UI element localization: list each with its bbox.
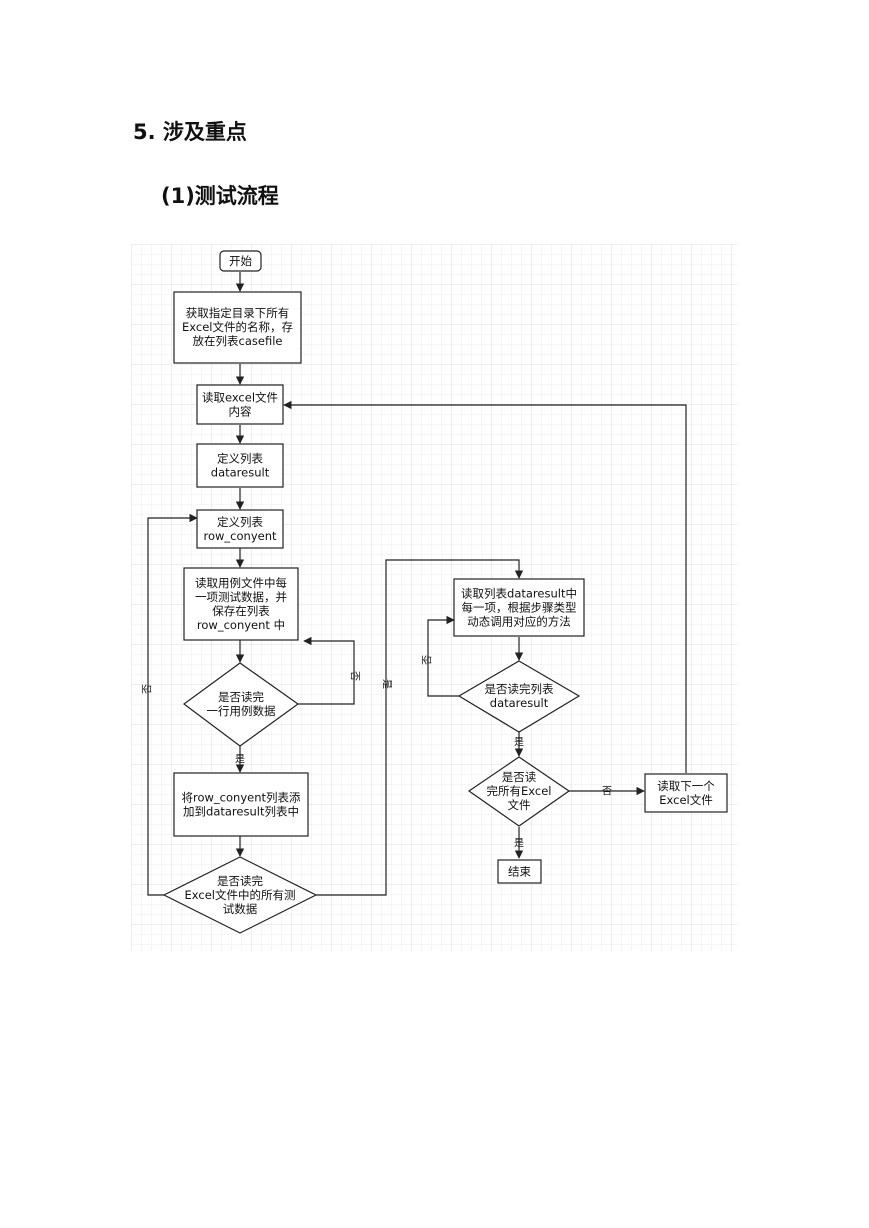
node-start-text: 开始 xyxy=(229,254,252,268)
node-text-line: row_conyent xyxy=(204,529,277,543)
label-all-yes: 是 xyxy=(514,838,524,850)
edge-listdone-no xyxy=(427,615,459,697)
node-text-line: dataresult xyxy=(211,466,270,480)
edge-exceldone-no xyxy=(147,513,198,896)
node-text-line: 是否读完列表 xyxy=(485,682,554,696)
node-end-text: 结束 xyxy=(508,865,531,879)
node-text-line: 完所有Excel xyxy=(487,784,552,798)
node-text-line: 读取列表dataresult中 xyxy=(461,587,577,601)
label-all-no: 否 xyxy=(602,786,612,798)
label-list-yes: 是 xyxy=(514,737,524,749)
label-excel-no: 否 xyxy=(142,684,154,694)
node-text-line: 试数据 xyxy=(223,902,258,916)
label-row-yes: 是 xyxy=(235,754,245,766)
node-text-line: 每一项，根据步骤类型 xyxy=(462,601,577,615)
node-append: 将row_conyent列表添加到dataresult列表中 xyxy=(173,772,309,837)
section-heading: 5. 涉及重点 xyxy=(133,120,247,144)
edge-exceldone-yes xyxy=(316,559,524,896)
node-text-line: 是否读完 xyxy=(217,874,263,888)
label-list-no: 否 xyxy=(422,655,434,665)
node-end: 结束 xyxy=(497,859,542,884)
node-text-line: row_conyent 中 xyxy=(197,618,285,632)
edge-rowdone-no xyxy=(298,636,355,705)
node-text-line: 读取用例文件中每 xyxy=(195,576,287,590)
node-text-line: 是否读完 xyxy=(218,690,264,704)
node-text-line: Excel文件的名称，存 xyxy=(182,320,293,334)
node-text-line: 读取excel文件 xyxy=(202,391,278,405)
node-text-line: 获取指定目录下所有 xyxy=(186,306,290,320)
node-text-line: 结束 xyxy=(508,865,531,879)
edges xyxy=(147,272,687,896)
node-text-line: 是否读 xyxy=(502,770,537,784)
node-text-line: 读取下一个 xyxy=(657,779,715,793)
node-text-line: 定义列表 xyxy=(217,515,263,529)
node-text-line: 开始 xyxy=(229,254,252,268)
node-text-line: 一项测试数据，并 xyxy=(195,590,287,604)
node-text-line: Excel文件中的所有测 xyxy=(185,888,296,902)
node-text-line: 保存在列表 xyxy=(212,604,270,618)
node-text-line: 定义列表 xyxy=(217,452,263,466)
node-text-line: dataresult xyxy=(490,696,549,710)
node-start: 开始 xyxy=(219,250,262,272)
node-text-line: Excel文件 xyxy=(659,793,712,807)
node-row-done: 是否读完一行用例数据 xyxy=(182,662,300,747)
edge-nextfile-to-readexcel xyxy=(283,400,687,773)
node-text-line: 文件 xyxy=(508,798,531,812)
node-text-line: 加到dataresult列表中 xyxy=(183,805,299,819)
node-text-line: 一行用例数据 xyxy=(207,704,276,718)
node-text-line: 内容 xyxy=(229,405,252,419)
node-read-excel: 读取excel文件内容 xyxy=(196,384,284,425)
node-text-line: 动态调用对应的方法 xyxy=(467,615,571,629)
edge-labels: 否 是 否 是 否 是 否 是 xyxy=(142,655,613,850)
node-read-excel-text: 读取excel文件内容 xyxy=(202,391,278,419)
node-text-line: 将row_conyent列表添 xyxy=(182,791,301,805)
node-read-item: 读取列表dataresult中每一项，根据步骤类型动态调用对应的方法 xyxy=(453,578,585,637)
label-row-no: 否 xyxy=(349,671,361,681)
node-row-done-text: 是否读完一行用例数据 xyxy=(207,690,276,718)
node-read-item-text: 读取列表dataresult中每一项，根据步骤类型动态调用对应的方法 xyxy=(461,587,577,629)
node-append-text: 将row_conyent列表添加到dataresult列表中 xyxy=(182,791,301,819)
subsection-heading: (1)测试流程 xyxy=(161,184,279,208)
node-text-line: 放在列表casefile xyxy=(193,334,283,348)
label-excel-yes: 是 xyxy=(381,679,393,689)
